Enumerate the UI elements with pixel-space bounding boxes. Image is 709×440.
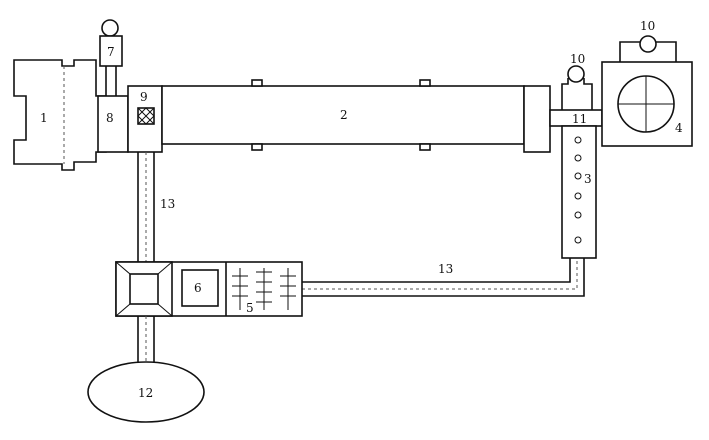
right-flange [523, 85, 551, 153]
pump-box [115, 261, 173, 317]
display-label: 6 [194, 281, 202, 295]
shaft-label: 2 [340, 108, 348, 122]
gauge-top [619, 35, 677, 62]
pipe-vertical [137, 152, 155, 262]
coupling-left-label: 8 [106, 111, 114, 125]
gauge-right-label: 10 [570, 52, 585, 66]
tank [87, 361, 205, 423]
sensor-top-label: 7 [107, 45, 115, 59]
flow-meter-label: 3 [584, 172, 592, 186]
pipe-horizontal [302, 258, 585, 297]
pipe-horizontal-label: 13 [438, 262, 453, 276]
shaft [161, 79, 525, 151]
dynamometer [601, 61, 693, 147]
control-console [115, 261, 303, 317]
tank-label: 12 [138, 386, 153, 400]
gauge-top-label: 10 [640, 19, 655, 33]
bearing-block [127, 85, 163, 153]
coupling-right-label: 11 [572, 112, 587, 126]
flow-meter [561, 125, 597, 259]
engine-block [13, 59, 107, 171]
sensor-top [99, 19, 123, 96]
bearing-block-label: 9 [140, 90, 148, 104]
gauge-right [561, 65, 593, 110]
control-panel-sliders [232, 268, 296, 310]
control-panel-label: 5 [246, 301, 254, 315]
dynamometer-label: 4 [675, 121, 683, 135]
coupling-left [97, 95, 129, 153]
engine-label: 1 [40, 111, 48, 125]
pipe-vertical-label: 13 [160, 197, 175, 211]
display-screen [181, 269, 219, 307]
pipe-to-tank [137, 316, 155, 362]
